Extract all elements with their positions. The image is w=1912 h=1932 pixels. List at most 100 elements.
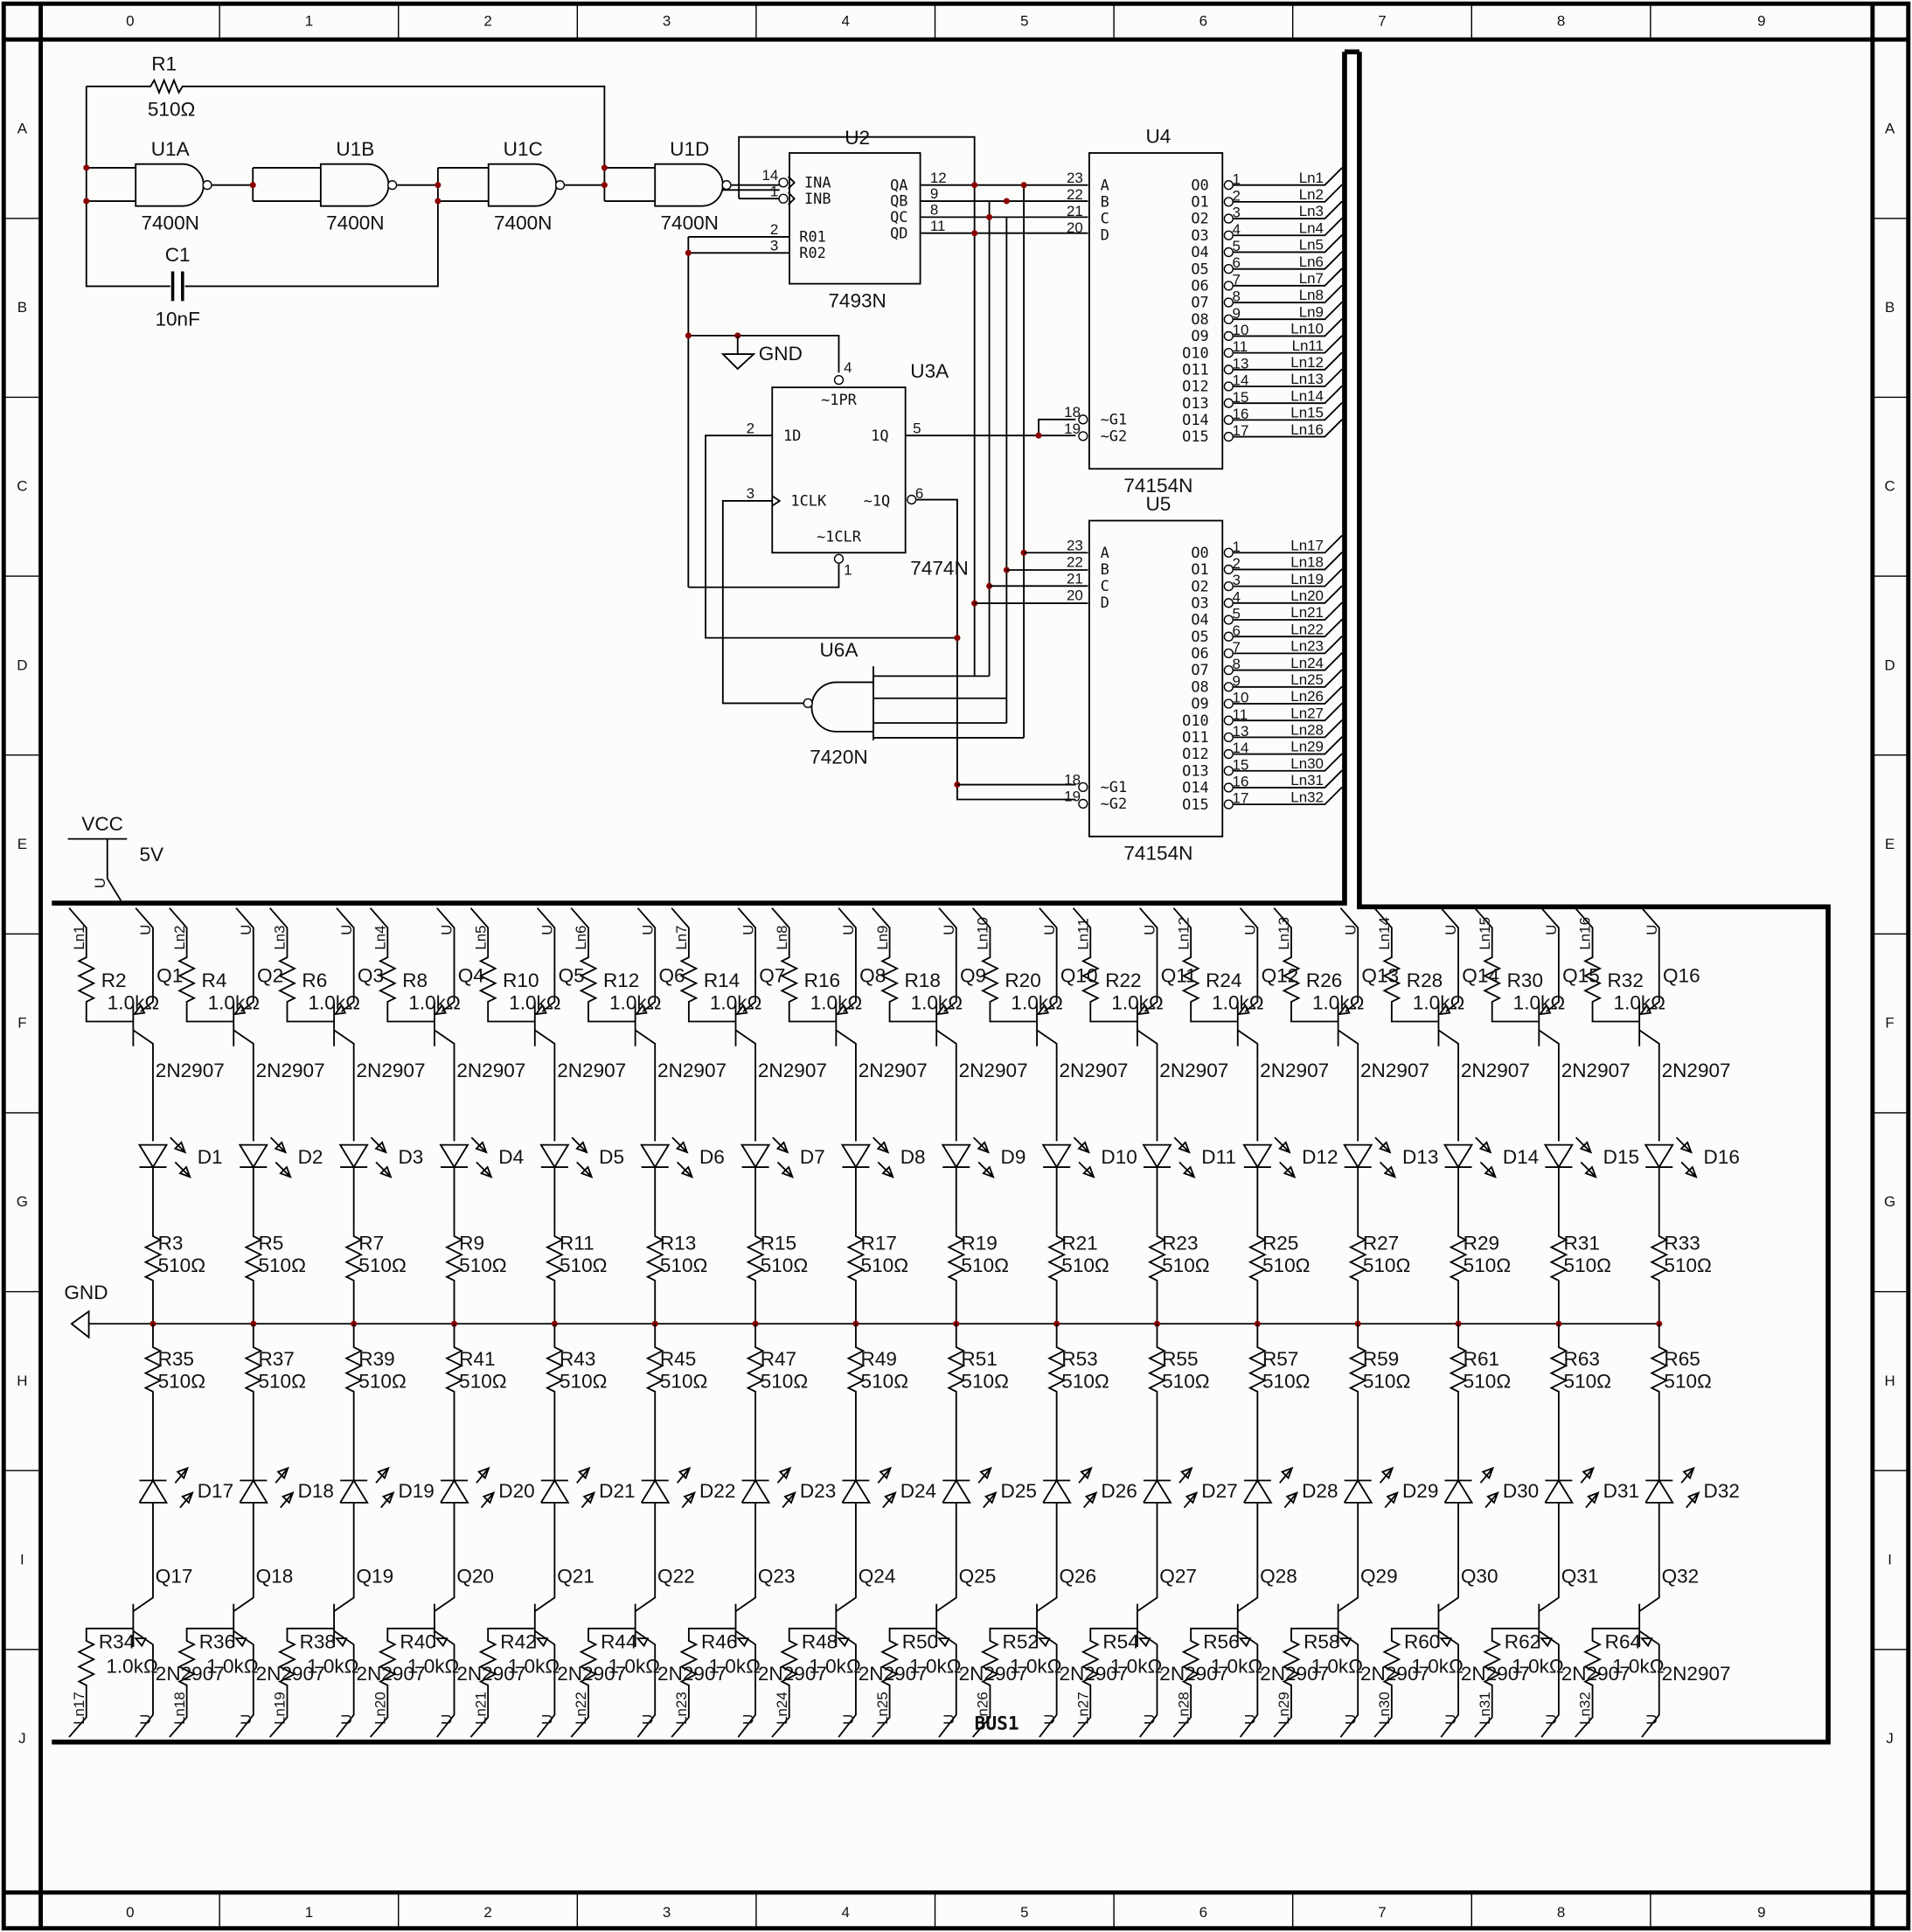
resistor-ref: R37: [258, 1348, 294, 1370]
pin-num: 4: [1233, 221, 1241, 238]
transistor-ref: Q26: [1059, 1566, 1096, 1588]
column-marker: 8: [1557, 13, 1565, 30]
net-label: U: [639, 1714, 656, 1725]
pin-num: 12: [930, 170, 947, 186]
line-label: Ln19: [1290, 571, 1324, 587]
transistor-ref: Q13: [1361, 964, 1399, 986]
resistor-ref: R57: [1262, 1348, 1298, 1370]
pin-q: 1Q: [871, 427, 888, 444]
line-label: Ln14: [1290, 387, 1324, 404]
resistor-ref: R47: [761, 1348, 796, 1370]
led-ref: D17: [198, 1480, 233, 1502]
resistor-value: 1.0kΩ: [909, 1656, 962, 1678]
pin-name: O3: [1191, 226, 1208, 244]
resistor-ref: R25: [1262, 1233, 1298, 1254]
resistor-ref: R55: [1162, 1348, 1198, 1370]
pin-num: 1: [844, 562, 852, 579]
vcc-label: VCC: [81, 813, 123, 835]
resistor-ref: R8: [402, 969, 428, 991]
resistor-ref: R3: [158, 1233, 184, 1254]
resistor-value: 1.0kΩ: [206, 1656, 259, 1678]
pin-num: 8: [930, 202, 938, 219]
resistor-value: 510Ω: [1061, 1371, 1109, 1393]
resistor-value: 510Ω: [861, 1254, 909, 1276]
resistor-ref: R36: [199, 1630, 235, 1652]
led-ref: D18: [298, 1480, 334, 1502]
resistor-ref: R56: [1203, 1630, 1239, 1652]
bus1-label: BUS1: [975, 1713, 1019, 1734]
pin-num: 16: [1233, 406, 1249, 422]
resistor-ref: R43: [560, 1348, 595, 1370]
resistor-value: 510Ω: [761, 1371, 809, 1393]
line-label: Ln15: [1290, 405, 1324, 421]
resistor-value: 510Ω: [358, 1254, 407, 1276]
transistor-ref: Q21: [557, 1566, 594, 1588]
pin-name: B: [1101, 192, 1109, 210]
pin-name: O12: [1182, 745, 1209, 762]
pin-num: 1: [1233, 170, 1241, 187]
transistor-part: 2N2907: [1360, 1663, 1429, 1685]
resistor-value: 510Ω: [1162, 1371, 1210, 1393]
net-label: U: [338, 1714, 355, 1725]
line-label: Ln30: [1376, 1692, 1393, 1725]
line-label: Ln10: [975, 917, 991, 950]
line-label: Ln25: [874, 1692, 891, 1725]
pin-pr: ~1PR: [821, 391, 858, 408]
transistor-ref: Q15: [1562, 964, 1600, 986]
resistor-ref: R22: [1105, 969, 1141, 991]
resistor-ref: R40: [400, 1630, 435, 1652]
pin-name: O13: [1182, 394, 1209, 412]
pin-name: C: [1101, 209, 1109, 226]
decoder-ref: U5: [1145, 493, 1171, 515]
column-marker: 1: [305, 1904, 313, 1921]
transistor-part: 2N2907: [859, 1060, 928, 1081]
pin-name: QA: [890, 176, 907, 193]
transistor-part: 2N2907: [1159, 1663, 1228, 1685]
resistor-value: 1.0kΩ: [308, 991, 360, 1013]
pin-name: O15: [1182, 796, 1209, 813]
resistor-value: 510Ω: [258, 1371, 306, 1393]
transistor-ref: Q18: [256, 1566, 294, 1588]
line-label: Ln17: [1290, 537, 1324, 553]
pin-num: 3: [770, 237, 778, 254]
row-marker: E: [17, 836, 27, 852]
net-label: U: [1041, 1714, 1058, 1725]
pin-name: R02: [799, 244, 826, 261]
net-label: U: [238, 924, 254, 935]
transistor-ref: Q20: [456, 1566, 494, 1588]
resistor-ref: R34: [99, 1630, 135, 1652]
resistor-value: 1.0kΩ: [609, 991, 662, 1013]
resistor-ref: R13: [660, 1233, 696, 1254]
line-label: Ln21: [1290, 604, 1324, 621]
pin-clk: 1CLK: [790, 492, 827, 510]
resistor-value: 510Ω: [1262, 1371, 1311, 1393]
resistor-ref: R7: [358, 1233, 384, 1254]
resistor-ref: R21: [1061, 1233, 1097, 1254]
pin-num: 21: [1067, 203, 1083, 219]
transistor-part: 2N2907: [657, 1663, 727, 1685]
pin-name: O9: [1191, 695, 1208, 712]
pin-name: O1: [1191, 560, 1208, 578]
led-ref: D21: [599, 1480, 635, 1502]
transistor-part: 2N2907: [156, 1663, 225, 1685]
row-marker: F: [17, 1015, 26, 1032]
line-label: Ln4: [372, 925, 389, 949]
column-marker: 4: [842, 13, 850, 30]
pin-name: O9: [1191, 327, 1208, 344]
gate-part: 7400N: [141, 212, 198, 233]
c1-value: 10nF: [155, 309, 199, 330]
pin-nq: ~1Q: [864, 492, 891, 510]
r1-ref: R1: [151, 52, 177, 74]
